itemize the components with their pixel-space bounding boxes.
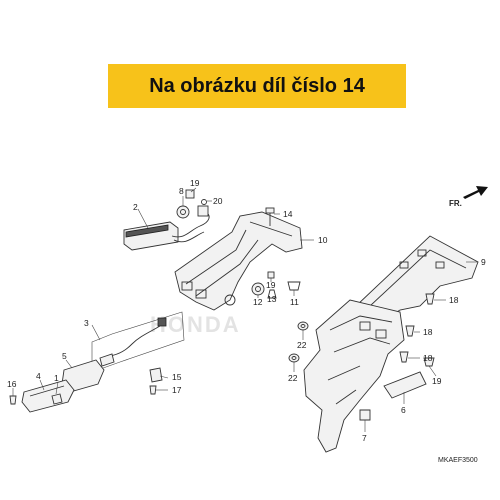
fr-arrow-icon [463, 186, 488, 199]
tail-light-assembly [123, 205, 210, 251]
label-18-b: 18 [423, 327, 433, 337]
bolt-14 [265, 207, 275, 226]
label-17: 17 [172, 385, 182, 395]
label-21: 19 [190, 178, 200, 188]
label-8: 8 [179, 186, 184, 196]
label-16: 16 [7, 379, 17, 389]
fr-label: FR. [449, 199, 462, 208]
label-2: 2 [133, 202, 138, 212]
label-22-a: 22 [297, 340, 307, 350]
front-direction-indicator: FR. [449, 186, 488, 208]
label-12: 12 [253, 297, 263, 307]
label-6: 6 [401, 405, 406, 415]
label-18-a: 18 [449, 295, 459, 305]
screw-18 [399, 293, 435, 363]
label-15: 15 [172, 372, 182, 382]
label-9: 9 [481, 257, 486, 267]
part-number-labels: 2 8 19 20 14 10 9 18 18 18 19 12 19 13 1… [7, 178, 486, 443]
rear-upper-bracket [174, 211, 303, 311]
diagram-code: MKAEF3500 [438, 457, 478, 464]
part-number-banner: Na obrázku díl číslo 14 [108, 64, 406, 108]
label-3: 3 [84, 318, 89, 328]
label-18-c: 18 [423, 353, 433, 363]
label-13: 13 [267, 294, 277, 304]
label-4: 4 [36, 371, 41, 381]
label-19-a: 19 [266, 280, 276, 290]
label-5: 5 [62, 351, 67, 361]
label-20: 20 [213, 196, 223, 206]
banner-text: Na obrázku díl číslo 14 [149, 74, 365, 97]
label-7: 7 [362, 433, 367, 443]
label-22-b: 22 [288, 373, 298, 383]
label-10: 10 [318, 235, 328, 245]
leader-lines [12, 187, 478, 432]
label-14: 14 [283, 209, 293, 219]
label-11: 11 [290, 297, 299, 307]
label-1: 1 [54, 373, 59, 383]
reflector-6 [383, 371, 427, 399]
label-19-c: 19 [432, 376, 442, 386]
license-light-assembly [9, 311, 185, 413]
rear-fender-lower [303, 299, 405, 453]
